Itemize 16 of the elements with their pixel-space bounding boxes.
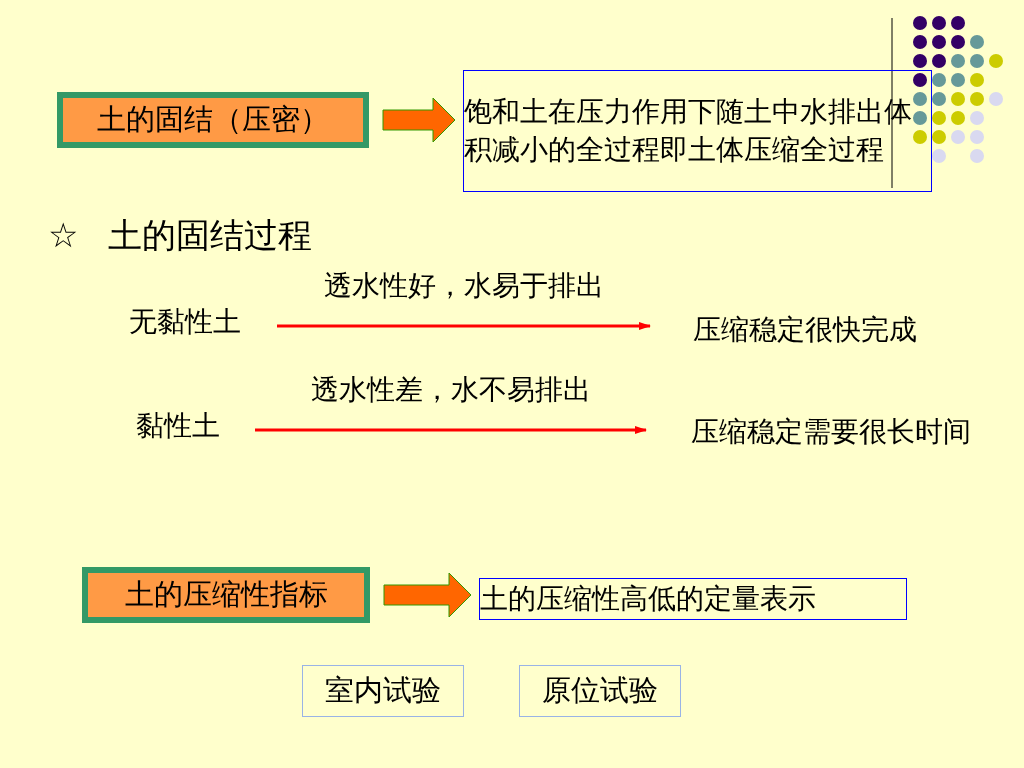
node-text: 压缩稳定很快完成 bbox=[660, 308, 950, 352]
text-box: 原位试验 bbox=[519, 665, 681, 717]
arrow bbox=[255, 426, 647, 434]
node-text: 压缩稳定需要很长时间 bbox=[656, 410, 1006, 454]
text-box: 土的固结（压密） bbox=[57, 92, 369, 148]
text-box: 土的压缩性指标 bbox=[82, 567, 370, 623]
node-text: 无黏性土 bbox=[110, 300, 260, 344]
section-heading: 土的固结过程 bbox=[108, 215, 312, 256]
arrow bbox=[277, 322, 651, 330]
block-arrow bbox=[383, 572, 472, 618]
block-arrow bbox=[382, 97, 456, 143]
node-text: 黏性土 bbox=[118, 404, 238, 448]
star-symbol: ☆ bbox=[48, 215, 78, 256]
text-box: 饱和土在压力作用下随土中水排出体积减小的全过程即土体压缩全过程 bbox=[463, 70, 932, 192]
text-box: 室内试验 bbox=[302, 665, 464, 717]
text-box: 土的压缩性高低的定量表示 bbox=[479, 578, 907, 620]
